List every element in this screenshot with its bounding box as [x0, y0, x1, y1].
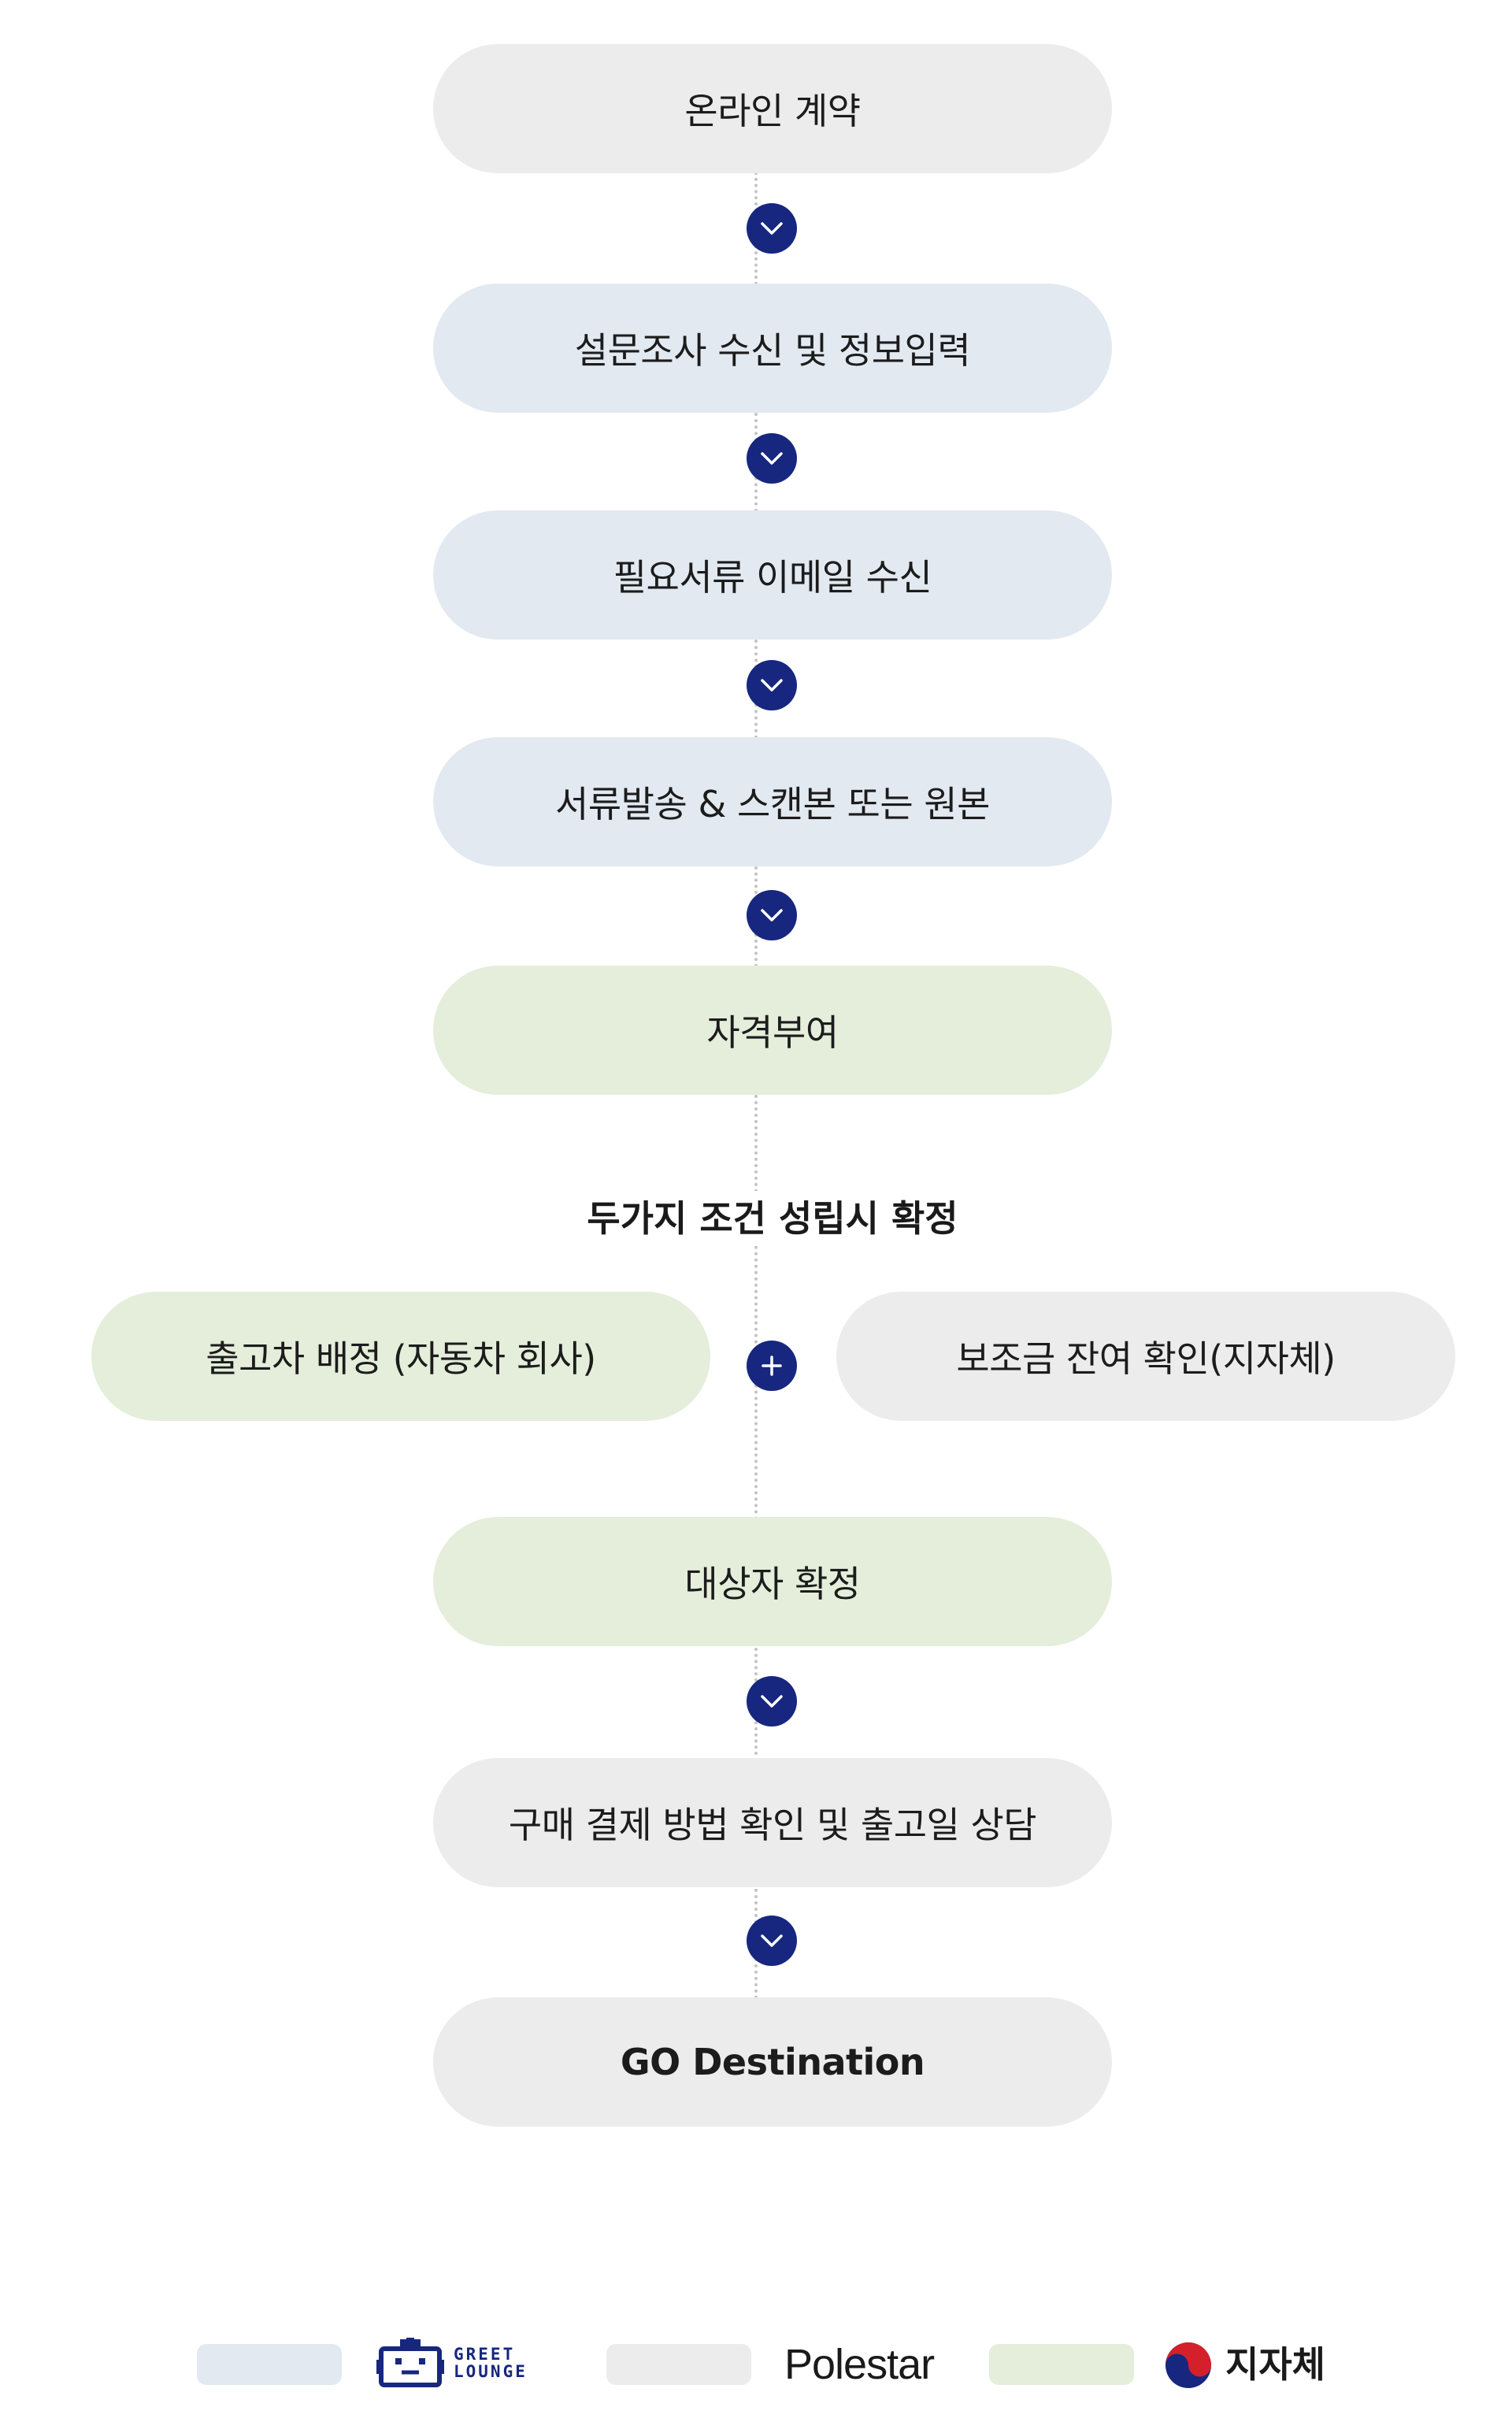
step-label: 온라인 계약	[684, 90, 861, 132]
condition-label: 보조금 잔여 확인(지자체)	[956, 1337, 1336, 1380]
step-payment-consult: 구매 결제 방법 확인 및 출고일 상담	[433, 1758, 1112, 1887]
plus-node	[747, 1341, 797, 1391]
chevron-down-icon	[761, 909, 783, 922]
taegeuk-icon	[1166, 2342, 1211, 2388]
step-documents-email: 필요서류 이메일 수신	[433, 510, 1112, 640]
chevron-down-icon	[761, 1695, 783, 1708]
condition-subsidy-check: 보조금 잔여 확인(지자체)	[836, 1292, 1455, 1421]
chevron-down-node	[747, 203, 797, 254]
step-label: 구매 결제 방법 확인 및 출고일 상담	[508, 1804, 1037, 1846]
step-survey-info: 설문조사 수신 및 정보입력	[433, 284, 1112, 413]
chevron-down-node	[747, 890, 797, 940]
logo-text-top: GREET	[454, 2345, 516, 2364]
step-documents-send: 서류발송 & 스캔본 또는 원본	[433, 737, 1112, 866]
step-label: 대상자 확정	[684, 1563, 861, 1605]
robot-icon	[376, 2338, 444, 2387]
legend-swatch-polestar	[606, 2344, 751, 2385]
greet-lounge-wordmark: GREET LOUNGE	[454, 2346, 528, 2380]
step-label: 설문조사 수신 및 정보입력	[574, 329, 971, 372]
chevron-down-icon	[761, 679, 783, 692]
step-eligibility: 자격부여	[433, 966, 1112, 1095]
chevron-down-node	[747, 660, 797, 710]
legend-swatch-greet-lounge	[197, 2344, 342, 2385]
legend-label-local-gov: 지자체	[1225, 2343, 1325, 2386]
chevron-down-icon	[761, 222, 783, 235]
chevron-down-node	[747, 433, 797, 484]
logo-text-bottom: LOUNGE	[454, 2362, 528, 2381]
condition-label: 출고차 배정 (자동차 회사)	[206, 1337, 596, 1380]
step-recipient-confirmed: 대상자 확정	[433, 1517, 1112, 1646]
chevron-down-icon	[761, 452, 783, 465]
step-label: 필요서류 이메일 수신	[613, 556, 932, 599]
chevron-down-node	[747, 1676, 797, 1726]
chevron-down-node	[747, 1916, 797, 1966]
condition-title: 두가지 조건 성립시 확정	[433, 1191, 1112, 1246]
legend-swatch-local-gov	[989, 2344, 1134, 2385]
step-label: 자격부여	[706, 1011, 839, 1054]
connector-line	[754, 1095, 758, 1520]
step-label: GO Destination	[620, 2041, 925, 2083]
step-online-contract: 온라인 계약	[433, 44, 1112, 173]
step-label: 서류발송 & 스캔본 또는 원본	[555, 783, 990, 825]
plus-icon	[762, 1356, 782, 1376]
legend-label-polestar: Polestar	[784, 2341, 935, 2388]
chevron-down-icon	[761, 1934, 783, 1947]
greet-lounge-logo: GREET LOUNGE	[376, 2336, 550, 2391]
step-go-destination: GO Destination	[433, 1997, 1112, 2127]
condition-vehicle-allocation: 출고차 배정 (자동차 회사)	[91, 1292, 710, 1421]
